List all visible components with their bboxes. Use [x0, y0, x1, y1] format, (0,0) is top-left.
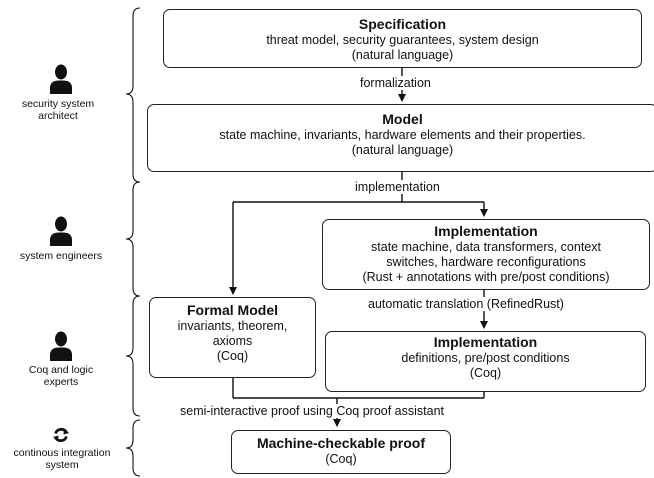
specification-line: (natural language) — [351, 48, 454, 62]
implementation-coq-line: definitions, pre/post conditions — [401, 351, 570, 365]
role-ci: continous integration system — [13, 447, 111, 471]
specification-line: threat model, security guarantees, syste… — [266, 33, 539, 47]
implementation-box: Implementation state machine, data trans… — [322, 219, 650, 290]
specification-box: Specification threat model, security gua… — [163, 9, 642, 68]
specification-title: Specification — [358, 16, 447, 32]
implementation-line: (Rust + annotations with pre/post condit… — [362, 270, 610, 284]
formal-model-title: Formal Model — [186, 302, 278, 318]
person-icon — [50, 64, 72, 94]
brace-ci — [125, 419, 141, 477]
model-title: Model — [382, 111, 423, 127]
brace-engineers — [125, 181, 141, 297]
role-architect: security system architect — [21, 98, 95, 122]
implementation-coq-title: Implementation — [433, 334, 538, 350]
person-icon — [50, 331, 72, 361]
person-icon — [50, 216, 72, 246]
model-line: (natural language) — [351, 143, 454, 157]
model-box: Model state machine, invariants, hardwar… — [147, 104, 654, 172]
brace-architect — [125, 7, 141, 183]
implementation-line: switches, hardware reconfigurations — [386, 255, 586, 269]
label-translation: automatic translation (RefinedRust) — [366, 297, 566, 311]
label-formalization: formalization — [358, 76, 433, 90]
sync-cycle-icon — [53, 427, 69, 443]
proof-line: (Coq) — [325, 452, 357, 466]
implementation-line: state machine, data transformers, contex… — [371, 240, 601, 254]
formal-model-line: invariants, theorem, — [177, 319, 288, 333]
role-experts: Coq and logic experts — [28, 364, 94, 388]
label-implementation: implementation — [353, 180, 442, 194]
proof-title: Machine-checkable proof — [256, 435, 426, 451]
proof-box: Machine-checkable proof (Coq) — [231, 430, 451, 474]
implementation-coq-box: Implementation definitions, pre/post con… — [325, 331, 646, 392]
formal-model-box: Formal Model invariants, theorem, axioms… — [149, 297, 316, 378]
model-line: state machine, invariants, hardware elem… — [219, 128, 586, 142]
implementation-title: Implementation — [434, 223, 538, 239]
formal-model-line: (Coq) — [216, 349, 249, 363]
brace-experts — [125, 295, 141, 417]
label-proof: semi-interactive proof using Coq proof a… — [178, 404, 447, 418]
formal-model-line: axioms — [212, 334, 253, 348]
implementation-coq-line: (Coq) — [469, 366, 502, 380]
role-engineers: system engineers — [19, 250, 103, 262]
